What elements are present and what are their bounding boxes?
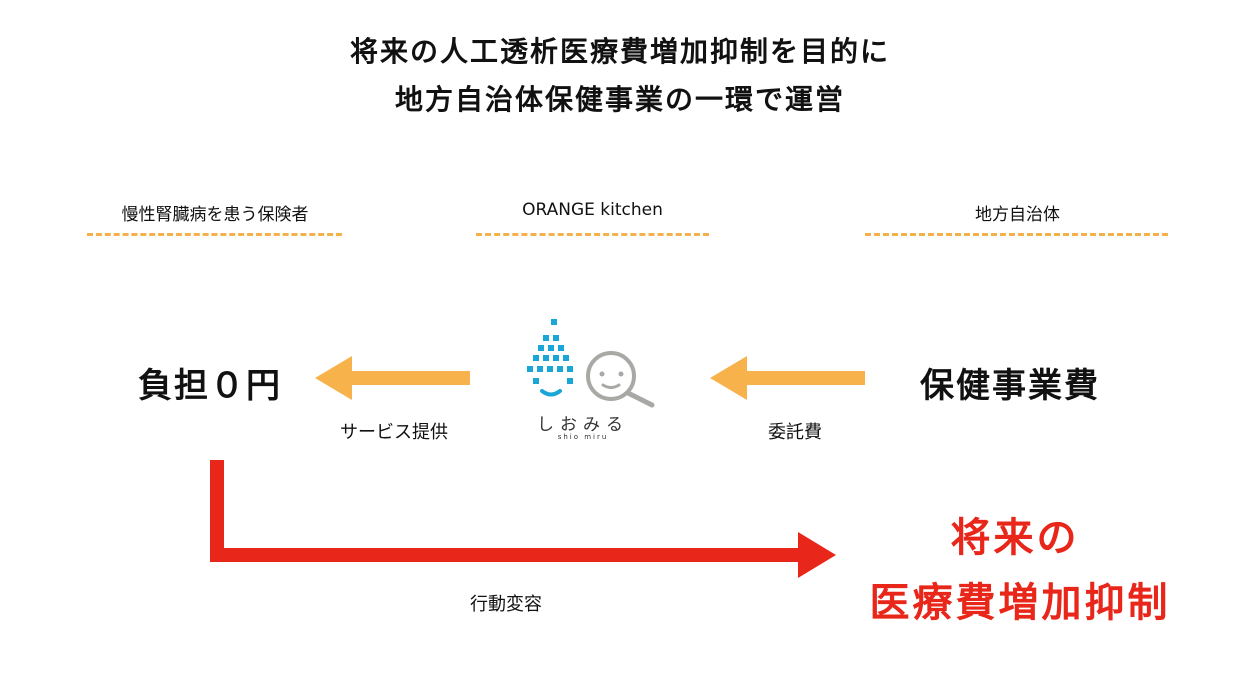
column-header-patients: 慢性腎臓病を患う保険者 bbox=[121, 205, 309, 225]
magnifier-face-icon bbox=[586, 351, 655, 408]
divider bbox=[87, 233, 342, 236]
title-line-1: 将来の人工透析医療費増加抑制を目的に bbox=[349, 35, 890, 68]
logo-romaji: shio miru bbox=[557, 433, 609, 441]
zero-cost-label: 負担０円 bbox=[138, 366, 282, 406]
title-line-2: 地方自治体保健事業の一環で運営 bbox=[394, 83, 845, 116]
column-header-municipality: 地方自治体 bbox=[975, 205, 1060, 225]
divider bbox=[865, 233, 1168, 236]
result-line-2: 医療費増加抑制 bbox=[869, 580, 1171, 626]
result-line-1: 将来の bbox=[950, 515, 1080, 561]
shiomiru-logo-icon bbox=[527, 319, 573, 397]
arrow-left-fee bbox=[710, 356, 865, 400]
arrow-left-service bbox=[315, 356, 470, 400]
column-header-orange-kitchen: ORANGE kitchen bbox=[522, 200, 663, 220]
divider bbox=[476, 233, 709, 236]
arrow-behavior-change bbox=[210, 460, 836, 578]
behavior-change-label: 行動変容 bbox=[470, 594, 542, 615]
service-provision-label: サービス提供 bbox=[340, 422, 448, 443]
health-budget-label: 保健事業費 bbox=[920, 366, 1100, 406]
commission-fee-label: 委託費 bbox=[768, 422, 822, 443]
logo-name: しおみる bbox=[537, 415, 629, 435]
